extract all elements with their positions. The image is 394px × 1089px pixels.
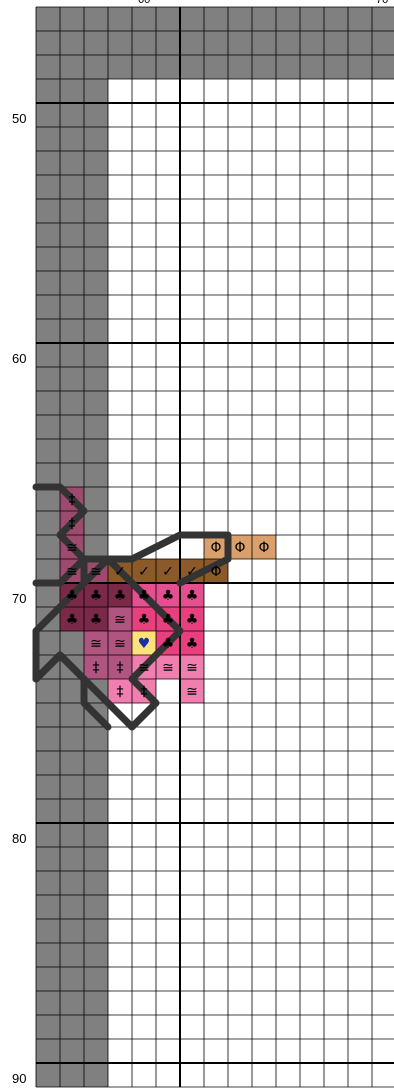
stitch-symbol: ‡ bbox=[69, 492, 76, 508]
stitch-symbol: ✓ bbox=[138, 564, 150, 580]
stitch-symbol: ✓ bbox=[114, 564, 126, 580]
stitch-symbol: ✓ bbox=[186, 564, 198, 580]
stitch-symbol: ♣ bbox=[90, 612, 103, 628]
stitch-symbol: ≅ bbox=[114, 612, 126, 628]
stitch-symbol: ♣ bbox=[186, 612, 199, 628]
stitch-symbol: ♣ bbox=[162, 588, 175, 604]
stitch-symbol: ≅ bbox=[114, 636, 126, 652]
stitch-symbol: ‡ bbox=[117, 660, 124, 676]
stitch-symbol: Φ bbox=[210, 564, 221, 580]
stitch-symbol: Φ bbox=[234, 540, 245, 556]
row-label-50: 50 bbox=[12, 111, 26, 126]
row-label-90: 90 bbox=[12, 1071, 26, 1086]
stitch-symbol: ‡ bbox=[117, 684, 124, 700]
stitch-symbol: ‡ bbox=[69, 516, 76, 532]
stitch-symbol: ≅ bbox=[66, 540, 78, 556]
stitch-symbol: ≅ bbox=[186, 684, 198, 700]
stitch-symbol: ≅ bbox=[90, 564, 102, 580]
stitch-symbol: ‡ bbox=[93, 660, 100, 676]
row-label-70: 70 bbox=[12, 591, 26, 606]
stitch-symbol: ≅ bbox=[90, 636, 102, 652]
stitch-symbol: ♣ bbox=[66, 588, 79, 604]
stitch-symbol: ✓ bbox=[162, 564, 174, 580]
row-label-60: 60 bbox=[12, 351, 26, 366]
col-label-60: 60 bbox=[138, 0, 150, 6]
stitch-symbol: ♣ bbox=[90, 588, 103, 604]
stitch-symbol: ♥ bbox=[138, 636, 151, 652]
stitch-symbol: ♣ bbox=[162, 612, 175, 628]
stitch-symbol: ≅ bbox=[186, 660, 198, 676]
stitch-symbol: ♣ bbox=[138, 612, 151, 628]
stitch-symbol: ♣ bbox=[138, 588, 151, 604]
col-label-70: 70 bbox=[376, 0, 388, 6]
stitch-symbol: ≅ bbox=[162, 660, 174, 676]
stitch-symbol: Φ bbox=[210, 540, 221, 556]
stitch-symbol: ♣ bbox=[66, 612, 79, 628]
stitch-symbol: ≅ bbox=[66, 564, 78, 580]
row-label-80: 80 bbox=[12, 831, 26, 846]
stitch-symbol: ‡ bbox=[141, 684, 148, 700]
stitch-symbol: ♣ bbox=[114, 588, 127, 604]
stitch-symbol: Φ bbox=[258, 540, 269, 556]
stitch-symbol: ♣ bbox=[186, 636, 199, 652]
stitch-symbol: ♣ bbox=[162, 636, 175, 652]
stitch-symbol: ≅ bbox=[138, 660, 150, 676]
stitch-symbol: ♣ bbox=[186, 588, 199, 604]
